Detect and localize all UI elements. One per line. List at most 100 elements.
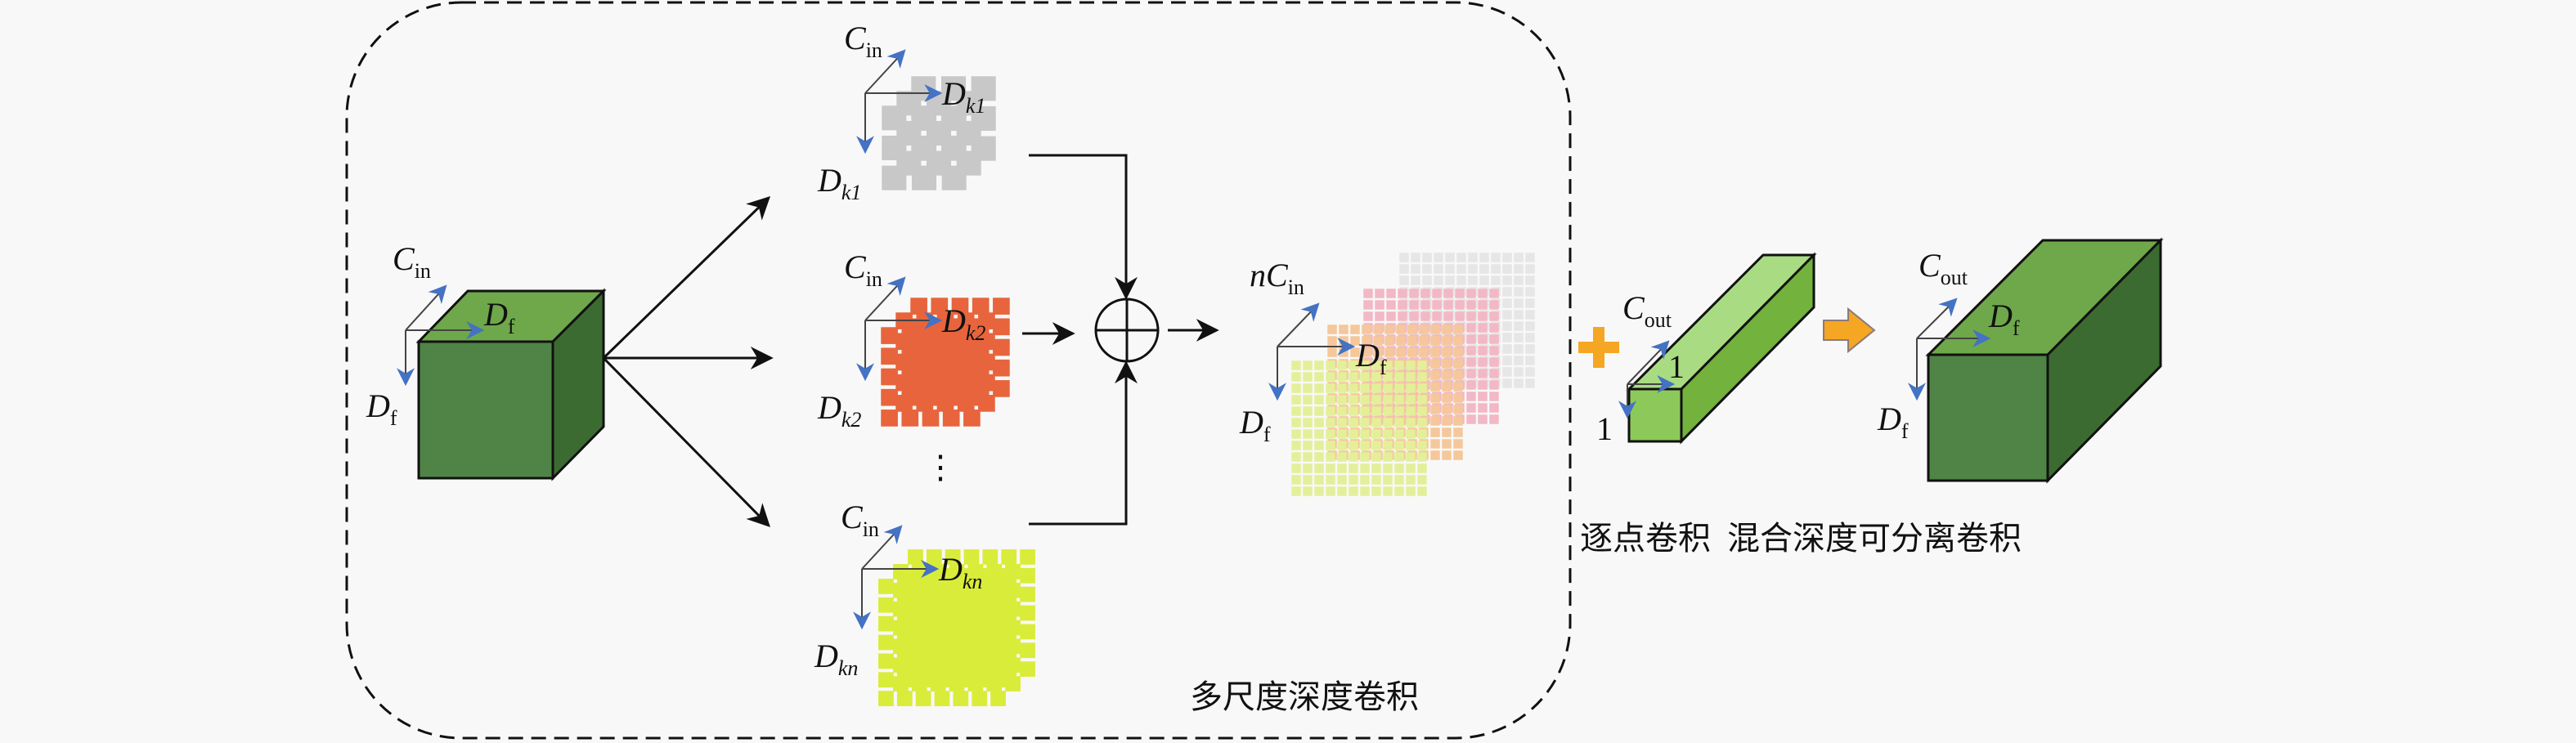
grid-cell [1514,275,1524,285]
grid-cell [1326,441,1335,450]
kernel-k1-channel-label: Cin [844,20,882,62]
grid-cell [1396,336,1406,346]
grid-cell [1337,463,1347,473]
grid-cell [1349,452,1358,462]
grid-cell [1453,416,1463,426]
grid-cell [953,597,969,613]
grid-cell [1303,395,1313,405]
grid-cell [1303,406,1313,416]
grid-cell [1406,406,1416,416]
grid-cell [1360,429,1370,439]
grid-cell [1020,567,1035,584]
grid-cell [1434,275,1443,285]
grid-cell [1455,311,1465,321]
grid-cell [1326,395,1335,405]
merge-line-top [1029,154,1138,300]
grid-cell [1394,395,1404,405]
grid-cell [1479,264,1489,274]
grid-cell [1383,475,1393,485]
grid-cell [911,165,937,190]
grid-cell [1434,264,1443,274]
grid-cell [1005,601,1021,617]
grid-cell [963,327,981,344]
grid-cell [1291,463,1301,473]
grid-cell [1326,383,1335,393]
grid-cell [1360,395,1370,405]
grid-cell [1468,264,1478,274]
grid-cell [1349,383,1358,393]
kernel-kn-layer-front [878,579,1006,706]
pointwise-width-label: 1 [1668,348,1685,385]
grid-cell [1327,336,1337,346]
grid-cell [1360,475,1370,485]
grid-cell [1502,253,1512,262]
grid-cell [1478,357,1488,367]
grid-cell [1466,357,1476,367]
grid-cell [1417,452,1427,462]
grid-cell [1349,463,1358,473]
grid-cell [953,634,969,651]
grid-cell [1417,383,1427,393]
grid-cell [934,615,950,632]
grid-cell [972,634,988,651]
grid-cell [1337,429,1347,439]
grid-cell [1466,323,1476,333]
grid-cell [1442,382,1452,392]
grid-cell [1327,325,1337,334]
grid-cell [1371,406,1381,416]
grid-cell [1478,334,1488,344]
grid-cell [1453,347,1463,357]
grid-cell [957,312,975,329]
grid-cell [1394,383,1404,393]
grid-cell [1406,395,1416,405]
grid-cell [1373,325,1383,334]
grid-cell [1291,383,1301,393]
grid-cell [1525,333,1535,342]
output-channel-axis-arrow [1916,298,1958,339]
grid-cell [1349,372,1358,382]
output-tensor-front-face [1927,353,2049,482]
grid-cell [1489,300,1499,310]
grid-cell [1514,253,1524,262]
grid-cell [1417,429,1427,439]
grid-cell [896,672,913,688]
grid-cell [1020,661,1035,677]
grid-cell [911,564,927,580]
grid-cell [1373,347,1383,357]
grid-cell [1337,475,1347,485]
grid-cell [1525,310,1535,320]
grid-cell [953,579,969,594]
grid-cell [1327,347,1337,357]
grid-cell [1360,372,1370,382]
grid-cell [1394,441,1404,450]
grid-cell [1466,414,1476,424]
grid-cell [972,653,988,669]
grid-cell [1409,289,1419,298]
grid-cell [1384,347,1394,357]
grid-cell [915,672,931,688]
kernel-k2-channel-label: Cin [844,248,882,291]
grid-cell [1430,416,1440,426]
grid-cell [1430,347,1440,357]
grid-cell [1409,300,1419,310]
grid-cell [978,374,995,392]
stack-width-label: Df [1355,337,1387,379]
grid-cell [1349,441,1358,450]
grid-cell [1455,300,1465,310]
grid-cell [1373,336,1383,346]
grid-cell [1291,360,1301,370]
grid-cell [1417,395,1427,405]
grid-cell [1514,356,1524,365]
grid-cell [1291,429,1301,439]
grid-cell [1371,486,1381,496]
kernel-kn-width-label: Dkn [938,551,982,593]
grid-cell [915,691,931,706]
branch-arrow-k1 [602,196,771,360]
grid-cell [1337,360,1347,370]
grid-cell [953,653,969,669]
grid-cell [934,597,950,613]
grid-cell [878,597,894,613]
grid-cell [1349,406,1358,416]
grid-cell [896,597,913,613]
